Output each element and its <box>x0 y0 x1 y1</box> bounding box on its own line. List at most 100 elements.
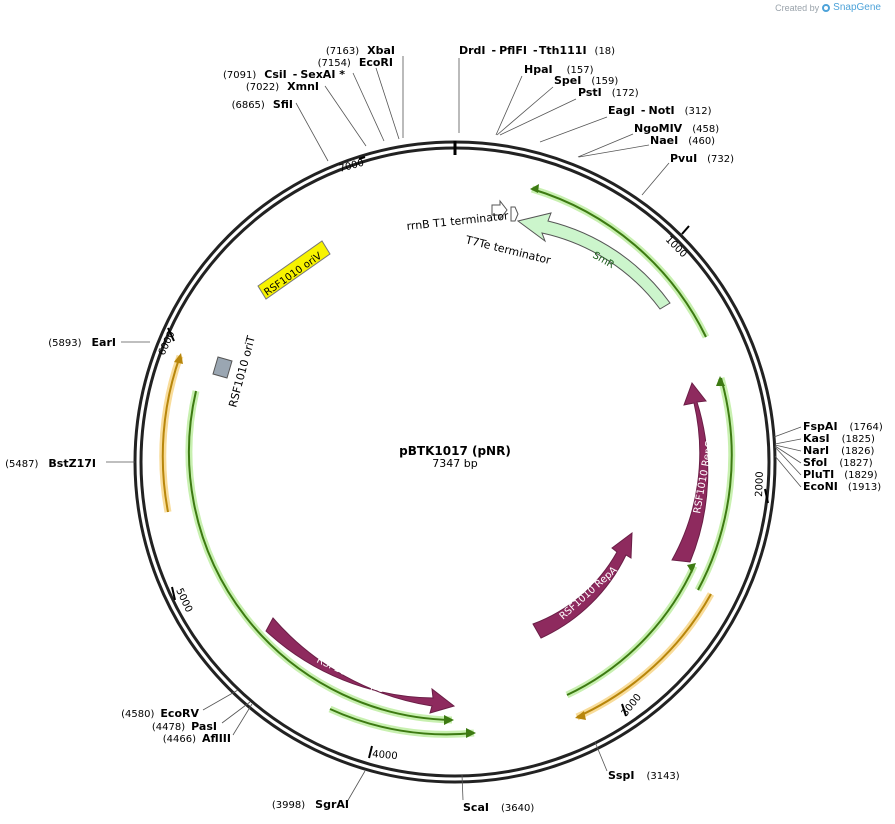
site-drdi[interactable]: DrdI-PflFI-Tth111I(18) <box>459 44 615 57</box>
leader-spei <box>496 86 554 136</box>
primer-arc-lowright <box>566 565 695 696</box>
rrnb-terminator-label: rrnB T1 terminator <box>406 209 510 233</box>
site-fspai[interactable]: FspAI(1764) <box>803 420 883 433</box>
leader-hpai <box>495 75 523 136</box>
t7te-terminator-icon <box>510 206 519 222</box>
site-pvui[interactable]: PvuI(732) <box>670 152 734 165</box>
primer-arc-orange-right-glow <box>575 592 715 721</box>
leader-sspi <box>594 741 608 772</box>
site-labels: DrdI-PflFI-Tth111I(18) HpaI(157) SpeI(15… <box>5 44 883 814</box>
leader-kasi <box>774 438 802 445</box>
site-psti[interactable]: PstI(172) <box>578 86 639 99</box>
smr-feature <box>516 212 671 310</box>
site-scai[interactable]: ScaI(3640) <box>463 801 534 814</box>
leader-pasi <box>221 701 251 724</box>
site-pluti[interactable]: PluTI(1829) <box>803 468 878 481</box>
snapgene-logo-icon <box>822 3 831 12</box>
leader-sfoi <box>774 445 802 464</box>
primer-arc-lowright-head <box>687 563 696 573</box>
primer-arc-right-head <box>716 376 725 386</box>
site-xmni[interactable]: (7022)XmnI <box>246 80 319 93</box>
leader-sfii <box>295 102 329 162</box>
site-afliii[interactable]: (4466)AflIII <box>163 732 231 745</box>
t7te-terminator-label: T7Te terminator <box>463 233 552 267</box>
site-xbai[interactable]: (7163)XbaI <box>326 44 395 57</box>
tick-label-7000: 7000 <box>338 158 365 175</box>
site-sfii[interactable]: (6865)SfiI <box>232 98 293 111</box>
leader-csii <box>352 72 385 142</box>
primer-arc-top <box>531 188 707 338</box>
orit-feature <box>212 356 233 379</box>
leader-naei <box>578 144 650 158</box>
leader-ecorv <box>202 689 239 711</box>
tick-2000 <box>764 488 769 504</box>
leader-scai <box>461 774 464 801</box>
leader-eagi <box>539 116 608 143</box>
tick-3000 <box>621 703 627 717</box>
leader-ngomiv <box>577 133 634 158</box>
primer-arc-top-head <box>530 184 539 193</box>
site-sgrai[interactable]: (3998)SgrAI <box>272 798 349 811</box>
tick-label-2000: 2000 <box>754 471 766 497</box>
site-nari[interactable]: NarI(1826) <box>803 444 875 457</box>
tick-1000 <box>681 225 690 235</box>
oriv-feature <box>257 240 331 300</box>
repb-feature <box>265 617 456 714</box>
leader-ecori <box>375 67 400 140</box>
leader-sgrai <box>346 770 366 803</box>
repc-feature <box>671 381 709 563</box>
site-spei[interactable]: SpeI(159) <box>554 74 618 87</box>
primer-arc-left <box>187 390 453 721</box>
site-econi[interactable]: EcoNI(1913) <box>803 480 881 493</box>
site-hpai[interactable]: HpaI(157) <box>524 63 594 76</box>
site-ecori[interactable]: (7154)EcoRI <box>318 56 393 69</box>
site-ngomiv[interactable]: NgoMIV(458) <box>634 122 719 135</box>
site-eagi[interactable]: EagI-NotI(312) <box>608 104 712 117</box>
snapgene-credit[interactable]: Created by SnapGene <box>775 2 881 13</box>
leader-pvui <box>641 162 670 196</box>
repc-label: RSF1010 RepC <box>692 440 716 514</box>
primer-arc-left-head <box>444 715 454 725</box>
leader-psti <box>499 98 577 136</box>
oriv-label: RSF1010 oriV <box>262 251 324 299</box>
tick-label-5000: 5000 <box>173 587 194 615</box>
site-bstz17i[interactable]: (5487)BstZ17I <box>5 457 96 470</box>
tick-6000 <box>167 327 175 342</box>
site-eari[interactable]: (5893)EarI <box>48 336 116 349</box>
tick-7000 <box>358 156 366 160</box>
rrnb-terminator-icon <box>491 199 508 221</box>
tick-label-4000: 4000 <box>372 749 398 762</box>
primer-arc-orange-right-head <box>575 711 586 720</box>
tick-5000 <box>171 586 176 601</box>
leader-afliii <box>232 703 253 736</box>
primer-arc-lowright-glow <box>565 564 698 699</box>
site-sspi[interactable]: SspI(3143) <box>608 769 680 782</box>
primer-arc-orange-right <box>576 593 712 718</box>
site-csii[interactable]: (7091)CsiI-SexAI * <box>223 68 345 81</box>
primer-arc-bottom-head <box>466 728 476 738</box>
site-ecorv[interactable]: (4580)EcoRV <box>121 707 199 720</box>
green-primer-arcs <box>185 184 736 738</box>
repb-label: RSF1010 RepB <box>315 655 386 696</box>
tick-label-6000: 6000 <box>157 330 178 358</box>
primer-arc-orange-left <box>161 355 181 513</box>
plasmid-length: 7347 bp <box>432 457 477 470</box>
orit-label: RSF1010 oriT <box>226 334 258 409</box>
site-naei[interactable]: NaeI(460) <box>650 134 715 147</box>
leader-xmni <box>324 85 367 147</box>
repa-label: RSF1010 RepA <box>558 565 620 622</box>
site-kasi[interactable]: KasI(1825) <box>803 432 875 445</box>
credit-prefix: Created by <box>775 2 820 13</box>
site-sfoi[interactable]: SfoI(1827) <box>803 456 873 469</box>
site-pasi[interactable]: (4478)PasI <box>152 720 217 733</box>
leader-nari <box>774 444 802 452</box>
tick-4000 <box>368 745 373 759</box>
primer-arc-right <box>697 377 733 591</box>
leader-pluti <box>774 446 802 476</box>
leader-econi <box>774 455 802 488</box>
leader-fspai <box>773 426 802 438</box>
repa-feature <box>532 531 633 639</box>
primer-arc-orange-left-head <box>174 353 183 364</box>
